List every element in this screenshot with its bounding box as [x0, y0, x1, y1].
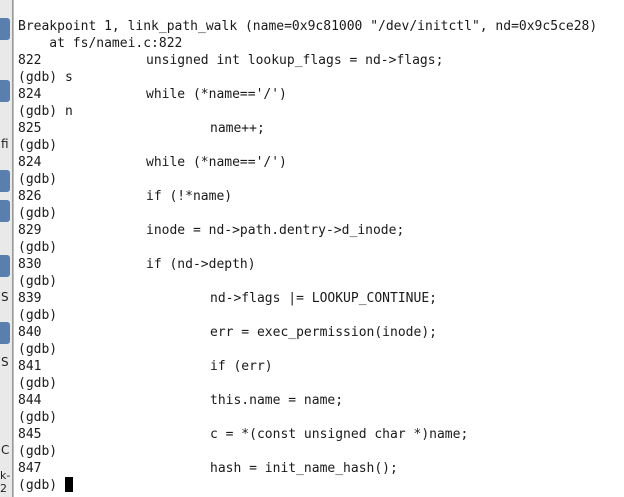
terminal-text: Breakpoint 1, link_path_walk (name=0x9c8… — [18, 19, 598, 34]
source-code: if (err) — [210, 359, 273, 374]
gdb-command-line: (gdb) s — [18, 69, 597, 86]
line-number: 822 — [18, 53, 42, 68]
source-code: hash = init_name_hash(); — [210, 461, 398, 476]
gdb-command-line: (gdb) — [18, 137, 597, 154]
background-window-tab[interactable] — [0, 200, 10, 222]
line-number: 824 — [18, 155, 42, 170]
source-code: err = exec_permission(inode); — [210, 325, 437, 340]
gdb-command-line: (gdb) — [18, 171, 597, 188]
source-code: while (*name=='/') — [146, 87, 287, 102]
terminal-text: at fs/namei.c:822 — [18, 36, 183, 51]
line-number: 829 — [18, 223, 42, 238]
line-number: 844 — [18, 393, 42, 408]
line-number: 847 — [18, 461, 42, 476]
source-line: 844 this.name = name; — [18, 392, 597, 409]
background-window-tab[interactable] — [0, 170, 10, 192]
background-desktop-strip: fi S S C k-2 — [0, 0, 13, 497]
terminal-text: (gdb) — [18, 138, 58, 153]
source-code: inode = nd->path.dentry->d_inode; — [146, 223, 405, 238]
source-code: c = *(const unsigned char *)name; — [210, 427, 469, 442]
source-code: name++; — [210, 121, 265, 136]
gdb-command-line: (gdb) — [18, 443, 597, 460]
source-code: if (!*name) — [146, 189, 233, 204]
gdb-command-line: (gdb) — [18, 239, 597, 256]
source-code: nd->flags |= LOOKUP_CONTINUE; — [210, 291, 437, 306]
source-line: 825 name++; — [18, 120, 597, 137]
source-line: 830 if (nd->depth) — [18, 256, 597, 273]
gdb-command-line: (gdb) — [18, 409, 597, 426]
terminal-text: (gdb) — [18, 206, 58, 221]
line-number: 825 — [18, 121, 42, 136]
source-line: 845 c = *(const unsigned char *)name; — [18, 426, 597, 443]
source-code: unsigned int lookup_flags = nd->flags; — [146, 53, 444, 68]
source-line: 839 nd->flags |= LOOKUP_CONTINUE; — [18, 290, 597, 307]
terminal-text: (gdb) — [18, 444, 58, 459]
background-text-fragment: k-2 — [0, 469, 11, 495]
terminal-text: (gdb) — [18, 172, 58, 187]
background-window-tab[interactable] — [0, 80, 10, 102]
line-number: 824 — [18, 87, 42, 102]
line-number: 845 — [18, 427, 42, 442]
background-text-fragment: S — [1, 355, 9, 369]
line-number: 841 — [18, 359, 42, 374]
line-number: 830 — [18, 257, 42, 272]
background-text-fragment: C — [1, 443, 10, 457]
terminal-text: (gdb) — [18, 240, 58, 255]
terminal-text: (gdb) — [18, 308, 58, 323]
terminal-text: (gdb) n — [18, 104, 73, 119]
source-line: 824 while (*name=='/') — [18, 154, 597, 171]
terminal-text: (gdb) — [18, 376, 58, 391]
source-code: this.name = name; — [210, 393, 344, 408]
source-line: 826 if (!*name) — [18, 188, 597, 205]
text-cursor — [64, 477, 73, 492]
line-number: 840 — [18, 325, 42, 340]
gdb-prompt-line: (gdb) — [18, 477, 597, 494]
line-number: 826 — [18, 189, 42, 204]
terminal-text: (gdb) s — [18, 70, 73, 85]
background-text-fragment: S — [1, 290, 9, 304]
gdb-terminal-window[interactable]: Breakpoint 1, link_path_walk (name=0x9c8… — [13, 0, 624, 497]
gdb-output-line: Breakpoint 1, link_path_walk (name=0x9c8… — [18, 18, 597, 35]
terminal-text: (gdb) — [18, 342, 58, 357]
gdb-prompt[interactable]: (gdb) — [18, 478, 65, 493]
gdb-output-line: at fs/namei.c:822 — [18, 35, 597, 52]
background-window-tab[interactable] — [0, 322, 10, 344]
terminal-output: Breakpoint 1, link_path_walk (name=0x9c8… — [18, 18, 597, 494]
source-code: while (*name=='/') — [146, 155, 287, 170]
source-line: 829 inode = nd->path.dentry->d_inode; — [18, 222, 597, 239]
source-line: 847 hash = init_name_hash(); — [18, 460, 597, 477]
source-line: 822 unsigned int lookup_flags = nd->flags… — [18, 52, 597, 69]
source-line: 840 err = exec_permission(inode); — [18, 324, 597, 341]
gdb-command-line: (gdb) n — [18, 103, 597, 120]
source-line: 824 while (*name=='/') — [18, 86, 597, 103]
background-text-fragment: fi — [1, 137, 9, 151]
gdb-command-line: (gdb) — [18, 375, 597, 392]
gdb-command-line: (gdb) — [18, 273, 597, 290]
source-code: if (nd->depth) — [146, 257, 256, 272]
terminal-text: (gdb) — [18, 410, 58, 425]
terminal-text: (gdb) — [18, 274, 58, 289]
background-window-tab[interactable] — [0, 255, 10, 277]
gdb-command-line: (gdb) — [18, 307, 597, 324]
source-line: 841 if (err) — [18, 358, 597, 375]
gdb-command-line: (gdb) — [18, 341, 597, 358]
background-window-tab[interactable] — [0, 18, 10, 40]
gdb-command-line: (gdb) — [18, 205, 597, 222]
line-number: 839 — [18, 291, 42, 306]
